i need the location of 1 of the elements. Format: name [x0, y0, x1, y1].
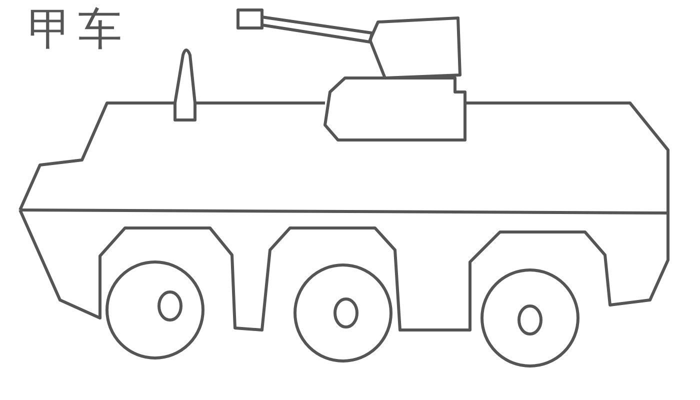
- title: 甲车: [28, 8, 128, 52]
